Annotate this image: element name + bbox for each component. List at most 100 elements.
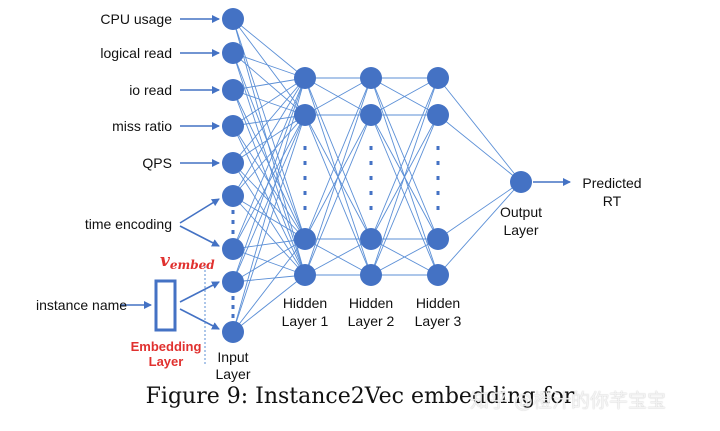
edge-hidden-3-0-to-output-0 bbox=[437, 77, 522, 183]
edge-hidden-3-1-to-output-0 bbox=[437, 114, 522, 183]
ellipsis-dot-hidden-2-4 bbox=[369, 206, 373, 210]
node-hidden-3-3 bbox=[427, 264, 449, 286]
edge-input-8-to-hidden-1-3 bbox=[232, 274, 306, 333]
ellipsis-dot-input-b-1 bbox=[231, 305, 235, 309]
ellipsis-dot-input-b-0 bbox=[231, 296, 235, 300]
label-hidden-layer-3-line2: Layer 3 bbox=[415, 313, 462, 329]
ellipsis-dot-hidden-3-2 bbox=[436, 176, 440, 180]
edge-input-0-to-hidden-1-2 bbox=[232, 18, 306, 240]
edge-input-6-to-hidden-1-1 bbox=[232, 114, 306, 250]
label-io-read: io read bbox=[129, 82, 172, 98]
node-input-1 bbox=[222, 42, 244, 64]
label-output-layer-line1: Output bbox=[500, 204, 542, 220]
ellipsis-dots bbox=[231, 146, 440, 318]
node-hidden-3-0 bbox=[427, 67, 449, 89]
node-input-8 bbox=[222, 321, 244, 343]
edge-input-5-to-hidden-1-3 bbox=[232, 195, 306, 276]
ellipsis-dot-hidden-1-1 bbox=[303, 161, 307, 165]
node-input-5 bbox=[222, 185, 244, 207]
label-time-encoding: time encoding bbox=[85, 216, 172, 232]
edge-input-3-to-hidden-1-0 bbox=[232, 77, 306, 127]
node-input-3 bbox=[222, 115, 244, 137]
edge-hidden-2-3-to-hidden-3-2 bbox=[370, 238, 439, 276]
arrow-embed-up bbox=[179, 281, 220, 303]
edge-hidden-3-3-to-output-0 bbox=[437, 181, 522, 276]
ellipsis-dot-hidden-3-3 bbox=[436, 191, 440, 195]
label-qps: QPS bbox=[142, 155, 172, 171]
ellipsis-dot-input-b-2 bbox=[231, 314, 235, 318]
ellipsis-dot-hidden-1-0 bbox=[303, 146, 307, 150]
label-cpu-usage: CPU usage bbox=[100, 11, 172, 27]
edge-input-8-to-hidden-1-2 bbox=[232, 238, 306, 333]
ellipsis-dot-hidden-2-3 bbox=[369, 191, 373, 195]
label-input-layer-line1: Input bbox=[217, 349, 248, 365]
edge-input-5-to-hidden-1-2 bbox=[232, 195, 306, 240]
label-hidden-layer-2-line2: Layer 2 bbox=[348, 313, 395, 329]
ellipsis-dot-hidden-2-2 bbox=[369, 176, 373, 180]
edge-input-1-to-hidden-1-0 bbox=[232, 52, 306, 79]
edge-input-4-to-hidden-1-2 bbox=[232, 162, 306, 240]
edge-hidden-1-3-to-hidden-2-2 bbox=[304, 238, 372, 276]
edge-input-2-to-hidden-1-0 bbox=[232, 77, 306, 91]
edge-input-7-to-hidden-1-3 bbox=[232, 274, 306, 283]
label-hidden-layer-3-line1: Hidden bbox=[416, 295, 460, 311]
edge-input-7-to-hidden-1-1 bbox=[232, 114, 306, 283]
label-output-layer-line2: Layer bbox=[503, 222, 538, 238]
node-input-4 bbox=[222, 152, 244, 174]
ellipsis-dot-hidden-1-3 bbox=[303, 191, 307, 195]
label-predicted-rt-line2: RT bbox=[603, 193, 622, 209]
label-hidden-layer-2-line1: Hidden bbox=[349, 295, 393, 311]
edge-hidden-2-1-to-hidden-3-0 bbox=[370, 77, 439, 116]
edge-input-7-to-hidden-1-0 bbox=[232, 77, 306, 283]
node-hidden-1-1 bbox=[294, 104, 316, 126]
edge-input-5-to-hidden-1-1 bbox=[232, 114, 306, 197]
node-output-0 bbox=[510, 171, 532, 193]
edge-input-4-to-hidden-1-0 bbox=[232, 77, 306, 164]
label-instance-name: instance name bbox=[36, 297, 127, 313]
ellipsis-dot-input-a-0 bbox=[231, 210, 235, 214]
edge-hidden-2-3-to-hidden-3-0 bbox=[370, 77, 439, 276]
edge-hidden-1-2-to-hidden-2-0 bbox=[304, 77, 372, 240]
node-hidden-2-0 bbox=[360, 67, 382, 89]
edge-hidden-1-3-to-hidden-2-1 bbox=[304, 114, 372, 276]
ellipsis-dot-input-a-1 bbox=[231, 220, 235, 224]
node-input-0 bbox=[222, 8, 244, 30]
connection-lines bbox=[232, 18, 522, 333]
watermark: 知乎 @橙汁的你芊宝宝 bbox=[470, 390, 667, 412]
edge-input-1-to-hidden-1-2 bbox=[232, 52, 306, 240]
node-hidden-2-1 bbox=[360, 104, 382, 126]
node-hidden-3-1 bbox=[427, 104, 449, 126]
label-v-embed: vembed bbox=[160, 251, 215, 272]
edge-hidden-1-3-to-hidden-2-0 bbox=[304, 77, 372, 276]
label-hidden-layer-1-line1: Hidden bbox=[283, 295, 327, 311]
node-input-6 bbox=[222, 238, 244, 260]
ellipsis-dot-hidden-3-0 bbox=[436, 146, 440, 150]
node-hidden-3-2 bbox=[427, 228, 449, 250]
ellipsis-dot-hidden-2-0 bbox=[369, 146, 373, 150]
edge-hidden-2-2-to-hidden-3-0 bbox=[370, 77, 439, 240]
edge-input-6-to-hidden-1-0 bbox=[232, 77, 306, 250]
node-input-2 bbox=[222, 79, 244, 101]
edge-input-7-to-hidden-1-2 bbox=[232, 238, 306, 283]
figure-caption: Figure 9: Instance2Vec embedding for bbox=[145, 384, 575, 409]
ellipsis-dot-hidden-3-1 bbox=[436, 161, 440, 165]
label-embedding-layer-line2: Layer bbox=[149, 354, 184, 369]
v-embed-symbol: v bbox=[160, 251, 171, 271]
ellipsis-dot-input-a-2 bbox=[231, 230, 235, 234]
edge-input-4-to-hidden-1-3 bbox=[232, 162, 306, 276]
label-logical-read: logical read bbox=[100, 45, 172, 61]
edge-input-0-to-hidden-1-0 bbox=[232, 18, 306, 79]
edge-input-8-to-hidden-1-1 bbox=[232, 114, 306, 333]
label-miss-ratio: miss ratio bbox=[112, 118, 172, 134]
ellipsis-dot-hidden-3-4 bbox=[436, 206, 440, 210]
input-arrows bbox=[120, 15, 571, 330]
ellipsis-dot-hidden-1-4 bbox=[303, 206, 307, 210]
node-hidden-1-2 bbox=[294, 228, 316, 250]
node-hidden-2-2 bbox=[360, 228, 382, 250]
arrow-embed-down bbox=[179, 308, 220, 330]
ellipsis-dot-hidden-2-1 bbox=[369, 161, 373, 165]
label-hidden-layer-1-line2: Layer 1 bbox=[282, 313, 329, 329]
node-input-7 bbox=[222, 271, 244, 293]
embedding-layer-box bbox=[154, 279, 177, 332]
